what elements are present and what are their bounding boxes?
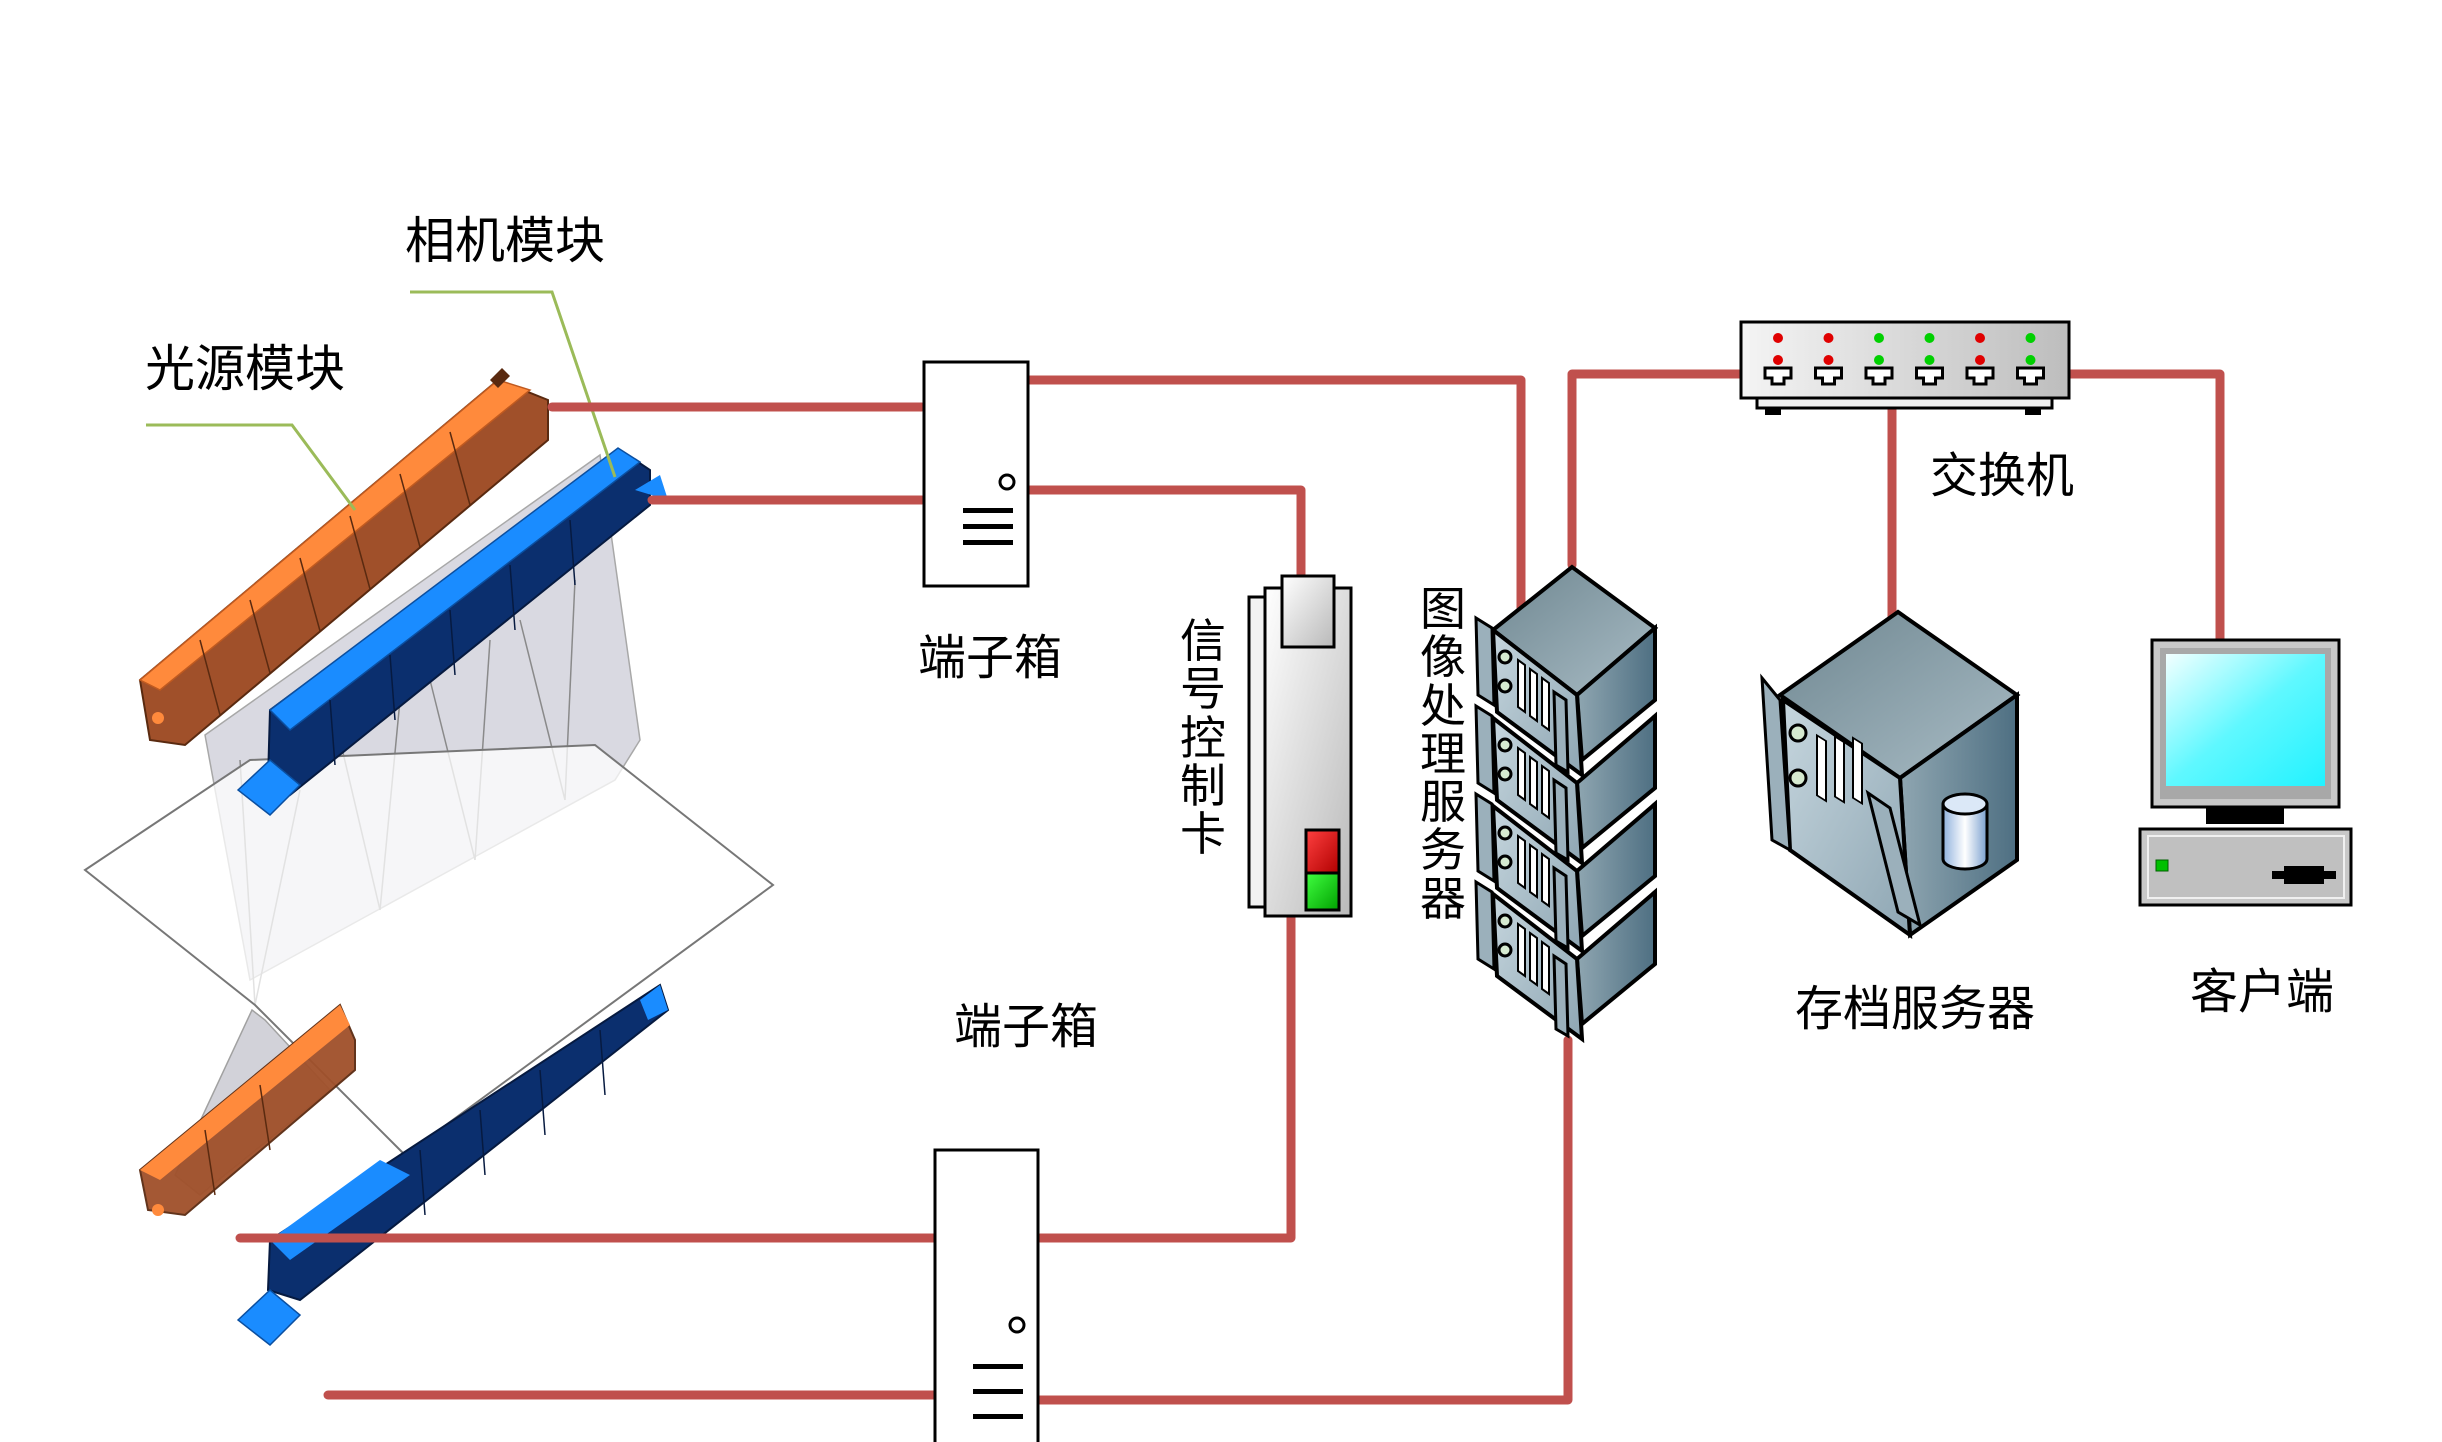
label-switch: 交换机 [1930, 448, 2075, 504]
scanner-assembly [83, 368, 775, 1346]
switch-led [1975, 355, 1985, 365]
power-led [2155, 859, 2169, 872]
switch-led [1773, 355, 1783, 365]
label-terminal-box-top: 端子箱 [918, 630, 1063, 686]
ethernet-port-icon [1763, 366, 1793, 386]
label-archive-server: 存档服务器 [1795, 981, 2036, 1037]
inspected-sheet [83, 743, 775, 1157]
switch-led [1874, 333, 1884, 343]
image-server-unit [1474, 879, 1657, 1044]
switch-led [2025, 333, 2036, 343]
image-server-stack [1474, 564, 1659, 1044]
label-client: 客户端 [2190, 964, 2335, 1020]
leader-line-light [146, 423, 357, 511]
signal-led-green [1304, 871, 1341, 912]
switch-led [1924, 355, 1935, 365]
switch-led [1823, 355, 1834, 365]
label-image-server: 图像处理服务器 [1420, 582, 1466, 926]
cable-box-bottom-to-image-server [1035, 1035, 1573, 1405]
label-terminal-box-bottom: 端子箱 [954, 999, 1099, 1055]
switch-led [1823, 333, 1834, 343]
image-server-unit [1474, 703, 1657, 868]
client-computer [2138, 638, 2353, 907]
cables [235, 369, 2225, 1405]
switch-led [1874, 355, 1884, 365]
ethernet-port-icon [1965, 366, 1995, 386]
cable-signal-card-to-box-bottom [1035, 911, 1296, 1243]
terminal-box-top [922, 360, 1030, 588]
signal-led-red [1304, 828, 1341, 875]
network-switch [1739, 320, 2071, 415]
ethernet-port-icon [1814, 366, 1843, 386]
leader-line-camera [410, 290, 617, 478]
switch-led [1924, 333, 1935, 343]
ethernet-port-icon [1915, 366, 1944, 386]
camera-module-top [236, 447, 668, 816]
ethernet-port-icon [1864, 366, 1894, 386]
cable-switch-to-client [2060, 369, 2225, 645]
terminal-box-bottom [933, 1148, 1040, 1442]
switch-led [1773, 333, 1783, 343]
switch-led [2025, 355, 2036, 365]
archive-server [1760, 609, 2021, 940]
monitor-screen [2166, 654, 2325, 786]
cable-box-top-to-signal-card [1025, 485, 1306, 597]
light-module-bottom [138, 1003, 356, 1217]
label-camera-module: 相机模块 [405, 212, 605, 270]
switch-led [1975, 333, 1985, 343]
light-module-top [138, 368, 549, 747]
switch-ports [1763, 333, 2045, 386]
ethernet-port-icon [2016, 366, 2045, 386]
image-server-unit [1474, 564, 1659, 780]
database-icon [1941, 792, 1989, 871]
signal-control-card [1247, 574, 1353, 918]
label-signal-card: 信号控制卡 [1180, 614, 1226, 862]
cable-image-server-to-switch [1567, 369, 1750, 570]
image-server-unit [1474, 791, 1657, 956]
label-light-module: 光源模块 [145, 340, 345, 398]
cable-box-top-to-image-server [1025, 375, 1526, 613]
